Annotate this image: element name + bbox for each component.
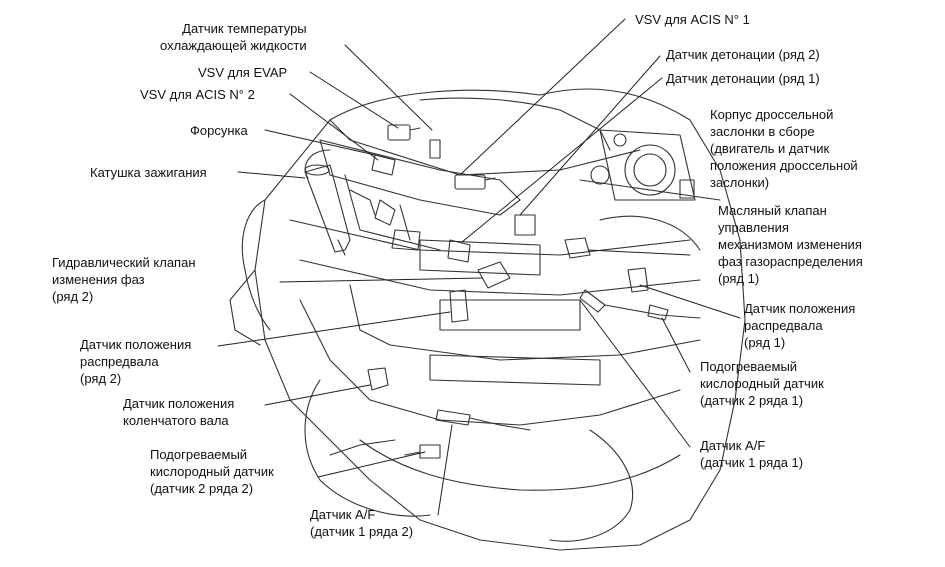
label-vsv-evap: VSV для EVAP [198, 65, 288, 80]
label-ocv-bank-1: Масляный клапан управления механизмом из… [718, 203, 863, 286]
label-cam-sensor-bank-2: Датчик положения распредвала (ряд 2) [80, 337, 192, 386]
engine-block-outline [229, 88, 746, 551]
label-vsv-acis-1: VSV для ACIS N° 1 [635, 12, 750, 27]
label-knock-sensor-bank-2: Датчик детонации (ряд 2) [666, 47, 820, 62]
label-ocv-bank-2: Гидравлический клапан изменения фаз (ряд… [52, 255, 196, 304]
label-af-sensor-bank-2: Датчик A/F (датчик 1 ряда 2) [310, 507, 414, 539]
label-o2-sensor-bank-1: Подогреваемый кислородный датчик (датчик… [700, 359, 824, 408]
sensor-shapes-right [447, 214, 649, 293]
label-ignition-coil: Катушка зажигания [90, 165, 207, 180]
label-o2-sensor-bank-2: Подогреваемый кислородный датчик (датчик… [150, 447, 274, 496]
sensor-shapes-left [329, 289, 701, 459]
label-af-sensor-bank-1: Датчик A/F (датчик 1 ряда 1) [700, 438, 804, 470]
label-cam-sensor-bank-1: Датчик положения распредвала (ряд 1) [744, 301, 856, 350]
vsv-shapes [387, 124, 496, 190]
label-crank-sensor: Датчик положения коленчатого вала [123, 396, 235, 428]
label-knock-sensor-bank-1: Датчик детонации (ряд 1) [666, 71, 820, 86]
throttle-body-shape [590, 129, 696, 201]
injector-shapes [371, 154, 421, 251]
label-vsv-acis-2: VSV для ACIS N° 2 [140, 87, 255, 102]
label-coolant-temp-sensor: Датчик температуры охлаждающей жидкости [160, 21, 307, 53]
leader-lines [217, 18, 741, 516]
label-throttle-body: Корпус дроссельной заслонки в сборе (дви… [710, 107, 858, 190]
ignition-coil-shape [304, 164, 376, 256]
label-injector: Форсунка [190, 123, 248, 138]
